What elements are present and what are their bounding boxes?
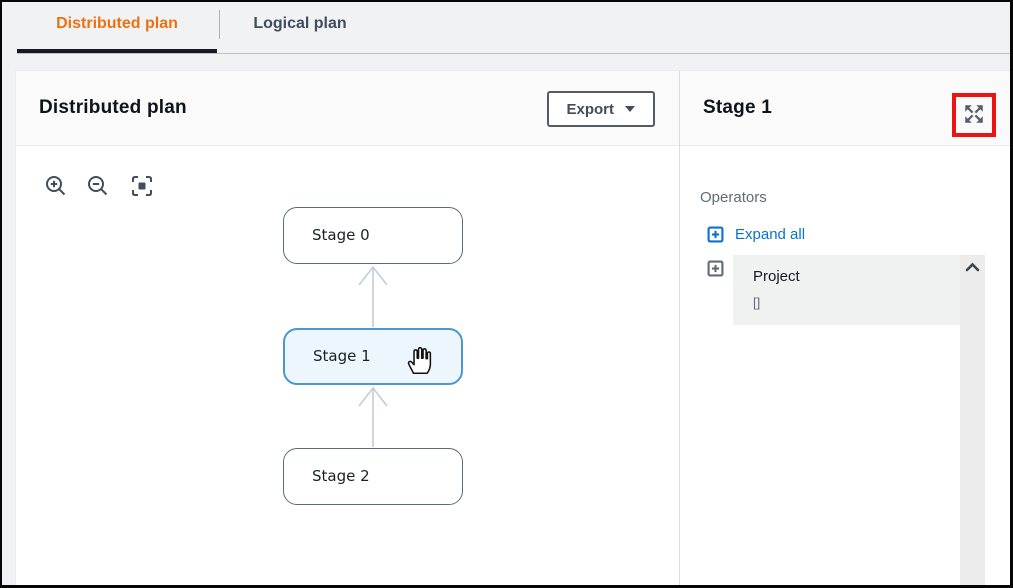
operators-label: Operators (700, 189, 767, 206)
expand-all-label: Expand all (735, 226, 806, 243)
zoom-out-icon (86, 174, 110, 198)
zoom-out-button[interactable] (86, 174, 110, 198)
operators-scrollbar[interactable] (960, 255, 985, 585)
operator-expand-toggle[interactable] (707, 260, 724, 277)
plan-canvas[interactable]: Stage 0 Stage 1 Stage 2 (16, 147, 679, 585)
tab-divider (219, 10, 220, 39)
diagram-node-stage-0[interactable]: Stage 0 (283, 207, 463, 264)
tab-bar: Distributed plan Logical plan (2, 2, 1010, 55)
active-tab-underline (17, 49, 217, 53)
node-label: Stage 2 (312, 467, 370, 485)
expand-all-link[interactable]: Expand all (707, 226, 805, 243)
distributed-plan-title: Distributed plan (39, 97, 187, 118)
node-label: Stage 0 (312, 226, 370, 244)
tab-bottom-rule (17, 53, 1010, 54)
plus-square-icon (707, 260, 724, 277)
operator-row-project[interactable]: Project [] (733, 255, 985, 325)
red-highlight-box (952, 93, 996, 137)
tab-logical-plan-label: Logical plan (253, 15, 347, 32)
export-button[interactable]: Export (547, 91, 655, 127)
operator-detail: [] (753, 295, 761, 310)
diagram-node-stage-1[interactable]: Stage 1 (283, 328, 463, 385)
diagram-node-stage-2[interactable]: Stage 2 (283, 448, 463, 505)
stage-details-title: Stage 1 (703, 97, 772, 118)
plan-card: Distributed plan Export (15, 70, 1010, 585)
zoom-in-icon (44, 174, 68, 198)
tab-logical-plan[interactable]: Logical plan (221, 2, 379, 46)
distributed-plan-header: Distributed plan Export (16, 71, 679, 146)
stage-details-header: Stage 1 (680, 71, 1010, 146)
stage-details-body: Operators Expand all (680, 147, 1010, 585)
fit-view-button[interactable] (130, 174, 154, 198)
operator-name: Project (753, 268, 800, 285)
tab-distributed-plan-label: Distributed plan (56, 15, 178, 32)
node-label: Stage 1 (313, 347, 371, 365)
plus-square-icon (707, 226, 724, 243)
zoom-in-button[interactable] (44, 174, 68, 198)
stage-details-panel: Stage 1 (680, 71, 1010, 585)
diagram-edges (358, 265, 388, 447)
tab-distributed-plan[interactable]: Distributed plan (17, 2, 217, 46)
grab-hand-cursor-icon (404, 343, 434, 380)
expand-arrows-icon (964, 104, 984, 127)
distributed-plan-panel: Distributed plan Export (16, 71, 680, 585)
center-focus-icon (130, 174, 154, 198)
expand-panel-button[interactable] (962, 102, 986, 129)
export-button-label: Export (566, 100, 614, 118)
caret-down-icon (624, 105, 636, 113)
chevron-up-icon (960, 262, 985, 272)
